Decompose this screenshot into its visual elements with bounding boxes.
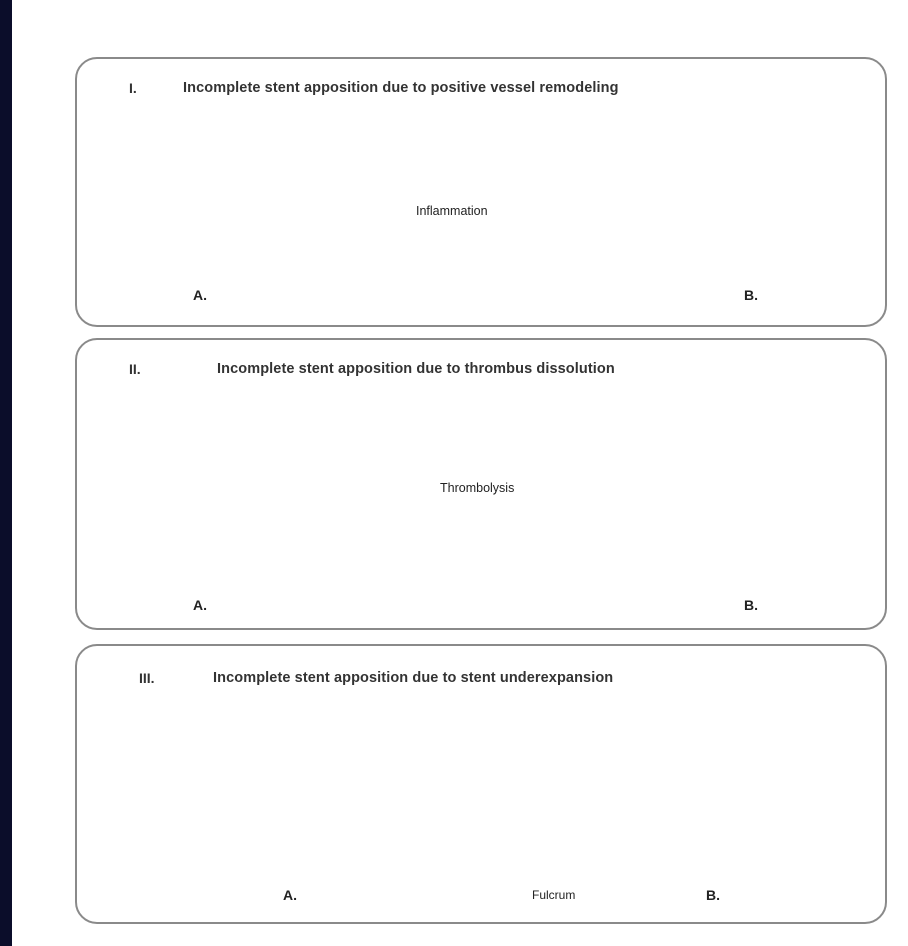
panel-3-label-a: A. bbox=[283, 887, 297, 903]
panel-2-label-a: A. bbox=[193, 597, 207, 613]
thrombolysis-label: Thrombolysis bbox=[440, 481, 514, 495]
panel-1-label-a: A. bbox=[193, 287, 207, 303]
inflammation-label: Inflammation bbox=[416, 204, 488, 218]
panel-1-title: Incomplete stent apposition due to posit… bbox=[183, 80, 619, 96]
panel-2-numeral: II. bbox=[129, 361, 141, 377]
panel-2-title: Incomplete stent apposition due to throm… bbox=[217, 361, 615, 377]
panel-1-numeral: I. bbox=[129, 80, 137, 96]
panel-2-label-b: B. bbox=[744, 597, 758, 613]
figure-sheet: I. Incomplete stent apposition due to po… bbox=[12, 0, 908, 946]
panel-3-title: Incomplete stent apposition due to stent… bbox=[213, 670, 613, 686]
panel-1-label-b: B. bbox=[744, 287, 758, 303]
fulcrum-label: Fulcrum bbox=[532, 888, 575, 902]
panel-3-numeral: III. bbox=[139, 670, 155, 686]
panel-3 bbox=[75, 644, 887, 924]
panel-3-label-b: B. bbox=[706, 887, 720, 903]
